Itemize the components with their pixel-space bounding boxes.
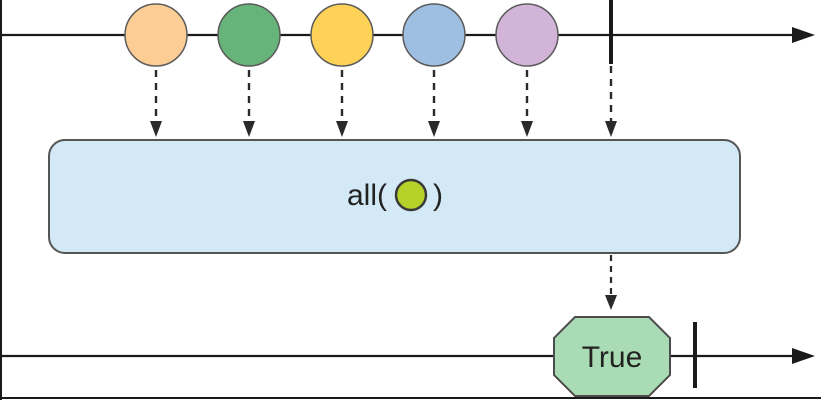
input-arrow-green	[243, 70, 255, 137]
output-arrow-head	[605, 295, 617, 310]
input-marble-blue	[402, 3, 466, 67]
predicate-marble-icon	[394, 178, 428, 212]
input-marble-yellow	[310, 3, 374, 67]
input-marble-orange	[124, 3, 188, 67]
output-arrow	[605, 255, 617, 310]
input-marble-green	[217, 3, 281, 67]
input-arrows	[150, 66, 617, 137]
input-arrow-blue	[428, 70, 440, 137]
input-arrow-purple	[521, 70, 533, 137]
input-arrow-head	[150, 121, 162, 137]
output-timeline	[0, 348, 815, 364]
input-arrow-head	[243, 121, 255, 137]
input-arrow-head	[336, 121, 348, 137]
input-arrow-head	[428, 121, 440, 137]
input-arrow-completion	[605, 66, 617, 137]
input-arrow-yellow	[336, 70, 348, 137]
input-arrow-orange	[150, 70, 162, 137]
output-timeline-arrowhead	[792, 348, 815, 364]
result-value: True	[553, 316, 671, 397]
input-marble-purple	[495, 3, 559, 67]
operator-box-rect	[48, 139, 741, 254]
result-octagon	[553, 316, 671, 397]
input-arrow-head	[605, 121, 617, 137]
input-timeline-arrowhead	[792, 27, 815, 43]
input-marbles	[124, 3, 559, 67]
operator-suffix: )	[433, 179, 443, 212]
input-arrow-head	[521, 121, 533, 137]
operator-box: all( )	[48, 139, 741, 254]
operator-prefix: all(	[347, 179, 387, 212]
result-label: True	[582, 341, 643, 374]
